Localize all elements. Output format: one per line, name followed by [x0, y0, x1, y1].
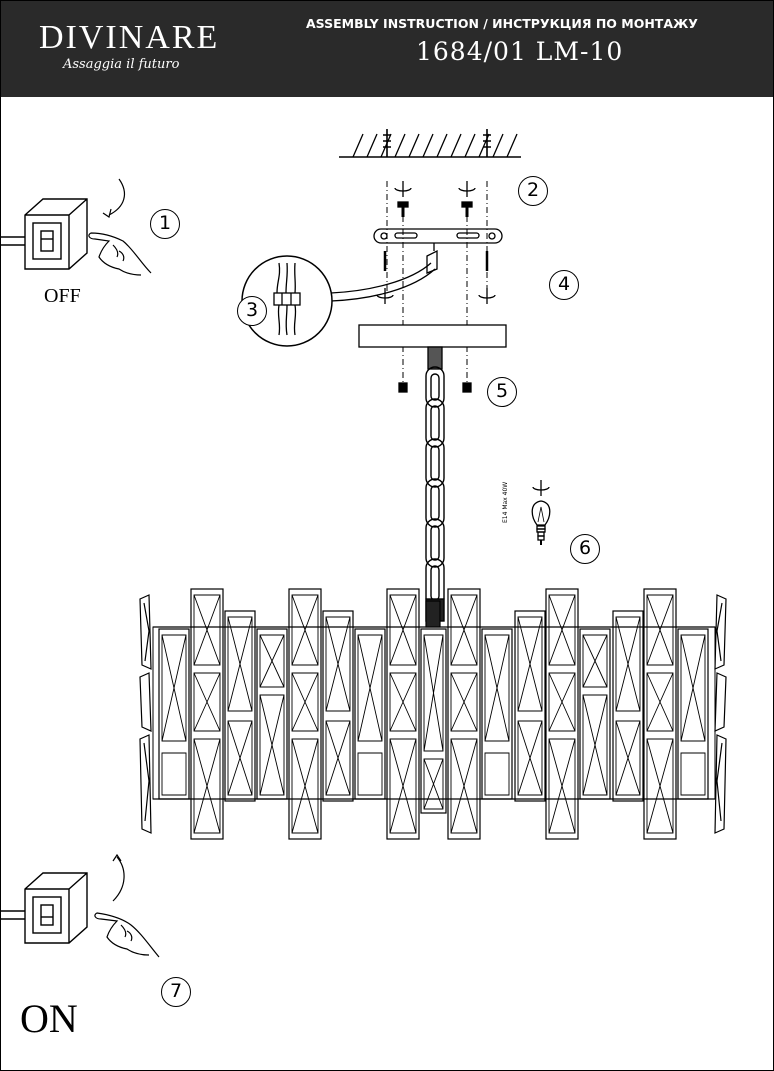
step-3-marker: 3 [237, 296, 267, 326]
brand-logo: DIVINARE [39, 19, 220, 56]
step-4-marker: 4 [549, 270, 579, 300]
chandelier [139, 588, 727, 840]
step-2-marker: 2 [518, 176, 548, 206]
step-7-marker: 7 [161, 977, 191, 1007]
assembly-diagram [1, 129, 727, 958]
brand-tagline: Assaggia il futuro [63, 57, 180, 72]
ceiling [339, 129, 521, 158]
step-6-marker: 6 [570, 534, 600, 564]
screw-icon [383, 201, 489, 271]
curved-arrow-icon [112, 853, 125, 902]
hand-icon [88, 232, 152, 276]
off-label: OFF [44, 285, 81, 307]
bulb-spec-label: E14 Max 40W [502, 481, 509, 523]
curved-arrow-icon [102, 178, 126, 218]
step-1-marker: 1 [150, 209, 180, 239]
on-label: ON [20, 996, 78, 1041]
doc-title: ASSEMBLY INSTRUCTION / ИНСТРУКЦИЯ ПО МОН… [306, 16, 698, 31]
chain-hook [427, 346, 443, 370]
screw-icon [398, 382, 472, 393]
mounting-bar [373, 228, 503, 274]
canopy [358, 324, 507, 348]
header-bar: DIVINARE Assaggia il futuro ASSEMBLY INS… [1, 1, 773, 97]
chain [425, 366, 445, 622]
terminal-block-icon [273, 262, 301, 336]
step-5-marker: 5 [487, 377, 517, 407]
hand-icon [94, 912, 160, 958]
model-number: 1684/01 LM-10 [416, 37, 624, 66]
rotate-icon [376, 181, 496, 304]
switch-icon [1, 872, 88, 944]
switch-icon [1, 198, 88, 270]
bulb-icon [531, 480, 551, 545]
